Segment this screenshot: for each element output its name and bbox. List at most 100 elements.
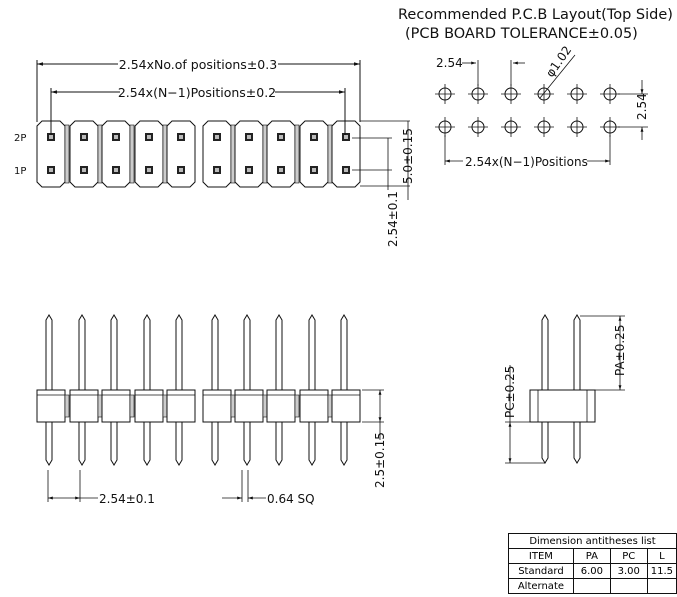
pin xyxy=(340,422,348,466)
table-header-row: ITEM PA PC L xyxy=(508,548,677,564)
row-label-1p: 1P xyxy=(14,166,26,177)
pcb-layout-title: Recommended P.C.B Layout(Top Side) xyxy=(398,7,673,23)
table-row: Standard 6.00 3.00 11.5 xyxy=(508,563,677,579)
pcb-hole-grid xyxy=(435,84,620,137)
segment-gap xyxy=(230,394,236,418)
pin xyxy=(211,422,219,466)
pcb-span: 2.54x(N−1)Positions xyxy=(465,155,588,169)
pin xyxy=(243,422,251,466)
housing-segment xyxy=(266,120,296,188)
segment-gap xyxy=(64,124,70,184)
segment-gap xyxy=(97,124,103,184)
pin xyxy=(78,314,86,390)
pin-square-center xyxy=(147,135,151,139)
pin xyxy=(573,314,581,390)
pin xyxy=(143,314,151,390)
segment-gap xyxy=(294,124,300,184)
table-row: Alternate xyxy=(508,578,677,594)
housing xyxy=(529,389,596,423)
pin-square-center xyxy=(114,135,118,139)
pin xyxy=(541,314,549,390)
cell: 3.00 xyxy=(609,563,648,579)
pin-square-center xyxy=(147,168,151,172)
side-view xyxy=(36,314,361,466)
pin-square-center xyxy=(82,135,86,139)
side-pitch-dimension: 2.54±0.1 xyxy=(99,492,155,506)
pin xyxy=(143,422,151,466)
housing-segment xyxy=(134,120,164,188)
pin-square-center xyxy=(279,168,283,172)
pin xyxy=(110,314,118,390)
housing-segment xyxy=(101,120,131,188)
cell: Alternate xyxy=(508,578,574,594)
top-view xyxy=(36,120,361,188)
pin xyxy=(243,314,251,390)
pin-square-center xyxy=(247,168,251,172)
height-dimension: 5.0±0.15 xyxy=(401,128,415,184)
pin-square-center xyxy=(49,168,53,172)
pa-dimension: PA±0.25 xyxy=(613,325,627,376)
pc-dimension: PC±0.25 xyxy=(503,366,517,418)
housing-segment xyxy=(299,120,329,188)
pin xyxy=(573,422,581,464)
segment-gap xyxy=(327,124,333,184)
segment-gap xyxy=(230,124,236,184)
pin-square-center xyxy=(114,168,118,172)
pin xyxy=(275,422,283,466)
segment-gap xyxy=(262,124,268,184)
segment-gap xyxy=(97,394,103,418)
pin-square-center xyxy=(312,168,316,172)
overall-length-dimension: 2.54xNo.of positions±0.3 xyxy=(119,57,277,72)
segment-gap xyxy=(162,124,168,184)
housing-segment xyxy=(331,389,361,423)
pin xyxy=(340,314,348,390)
header-l: L xyxy=(646,548,677,564)
row-label-2p: 2P xyxy=(14,133,26,144)
pcb-pitch-h: 2.54 xyxy=(436,56,463,70)
pin xyxy=(45,422,53,466)
housing-segment xyxy=(234,120,264,188)
segment-gap xyxy=(64,394,70,418)
pin xyxy=(275,314,283,390)
pin-square-center xyxy=(344,168,348,172)
pin xyxy=(541,422,549,464)
end-view xyxy=(529,314,596,464)
cell xyxy=(572,578,611,594)
housing-segment xyxy=(166,120,196,188)
segment-gap xyxy=(129,124,135,184)
pin-square-center xyxy=(279,135,283,139)
cell xyxy=(646,578,677,594)
body-height-dimension: 2.5±0.15 xyxy=(373,432,387,488)
table-title: Dimension antitheses list xyxy=(508,533,677,549)
pin xyxy=(110,422,118,466)
pin-square-center xyxy=(344,135,348,139)
housing-segment xyxy=(202,120,232,188)
housing-segment xyxy=(166,389,196,423)
row-pitch-dimension: 2.54±0.1 xyxy=(386,191,400,247)
pin-square-center xyxy=(215,135,219,139)
pin xyxy=(175,422,183,466)
pin-square-center xyxy=(215,168,219,172)
segment-gap xyxy=(294,394,300,418)
pcb-pitch-v: 2.54 xyxy=(635,93,649,120)
segment-gap xyxy=(162,394,168,418)
segment-gap xyxy=(129,394,135,418)
pin xyxy=(45,314,53,390)
pin-square-center xyxy=(179,135,183,139)
pin xyxy=(78,422,86,466)
pin xyxy=(211,314,219,390)
housing-segment xyxy=(36,120,66,188)
pin-square-center xyxy=(82,168,86,172)
cell: Standard xyxy=(508,563,574,579)
pin-square-center xyxy=(179,168,183,172)
pin xyxy=(308,314,316,390)
header-item: ITEM xyxy=(508,548,574,564)
segment-gap xyxy=(262,394,268,418)
cell xyxy=(609,578,648,594)
segment-gap xyxy=(327,394,333,418)
cell: 11.5 xyxy=(646,563,677,579)
pin xyxy=(308,422,316,466)
cell: 6.00 xyxy=(572,563,611,579)
pcb-tolerance-note: (PCB BOARD TOLERANCE±0.05) xyxy=(405,26,638,42)
